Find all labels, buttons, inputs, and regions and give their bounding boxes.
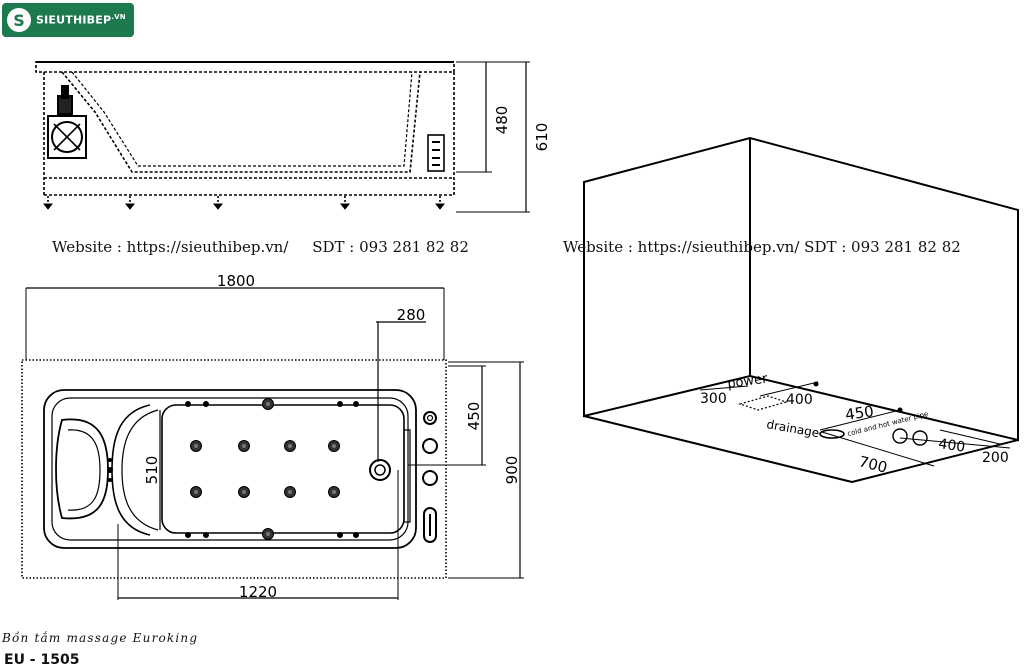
logo-s-icon: S bbox=[7, 8, 31, 32]
product-caption: Bồn tắm massage Euroking bbox=[2, 631, 199, 645]
dim-400-pipe-label: 400 bbox=[937, 436, 966, 456]
rim-jets bbox=[107, 401, 359, 538]
dim-610-label: 610 bbox=[533, 123, 551, 152]
pump-icon bbox=[47, 85, 87, 159]
power-label: power bbox=[726, 371, 769, 392]
dim-510-label: 510 bbox=[143, 456, 161, 485]
dim-1220-label: 1220 bbox=[239, 583, 277, 601]
dim-700-label: 700 bbox=[857, 452, 889, 476]
contact-right: Website : https://sieuthibep.vn/ SDT : 0… bbox=[563, 238, 961, 256]
drain-icon bbox=[369, 459, 391, 481]
drainage-label: drainage bbox=[765, 417, 820, 440]
dim-450-label: 450 bbox=[465, 402, 483, 431]
contact-left: Website : https://sieuthibep.vn/ SDT : 0… bbox=[52, 238, 469, 256]
dim-200-label: 200 bbox=[982, 450, 1009, 466]
dim-900-label: 900 bbox=[503, 456, 521, 485]
brand-logo: S SIEUTHIBEP.VN bbox=[2, 3, 134, 37]
top-view bbox=[21, 287, 524, 600]
control-knobs bbox=[422, 411, 438, 543]
massage-jets bbox=[190, 398, 340, 540]
dim-400-power-label: 400 bbox=[786, 392, 813, 408]
room-view bbox=[583, 136, 1019, 483]
dim-1800-label: 1800 bbox=[217, 272, 255, 290]
dim-300-label: 300 bbox=[700, 391, 727, 407]
dim-450-room-label: 450 bbox=[844, 402, 875, 424]
dim-280-label: 280 bbox=[397, 306, 426, 324]
logo-text: SIEUTHIBEP.VN bbox=[36, 13, 126, 27]
dim-480-label: 480 bbox=[493, 106, 511, 135]
product-model: EU - 1505 bbox=[4, 652, 80, 668]
side-view bbox=[35, 61, 530, 213]
